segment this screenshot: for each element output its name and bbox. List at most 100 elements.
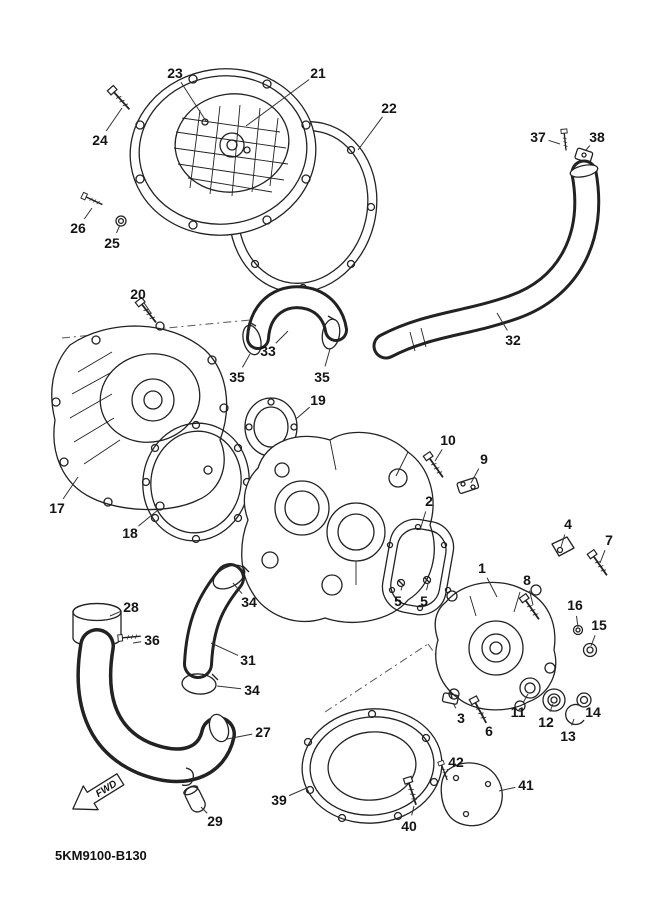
callout-5: 5 bbox=[420, 593, 428, 609]
callout-4: 4 bbox=[564, 516, 572, 532]
callout-leader-29 bbox=[200, 806, 208, 814]
callout-8: 8 bbox=[523, 572, 531, 588]
callout-20: 20 bbox=[130, 286, 146, 302]
cvt-case-seal-39 bbox=[301, 708, 443, 824]
callout-leader-31 bbox=[210, 642, 239, 656]
callout-1: 1 bbox=[478, 560, 486, 576]
callout-6: 6 bbox=[485, 723, 493, 739]
callout-leader-35 bbox=[324, 348, 331, 367]
crankcase-cover-21 bbox=[129, 68, 317, 236]
callout-5: 5 bbox=[394, 593, 402, 609]
callout-28: 28 bbox=[123, 599, 139, 615]
callout-leader-20 bbox=[143, 302, 152, 314]
oil-seal-11 bbox=[519, 677, 541, 699]
callout-leader-1 bbox=[486, 577, 498, 598]
bracket-9 bbox=[456, 477, 480, 494]
screw-37 bbox=[560, 128, 570, 152]
callout-31: 31 bbox=[240, 652, 256, 668]
diagram-code: 5KM9100-B130 bbox=[55, 848, 147, 863]
air-duct-32 bbox=[372, 159, 601, 360]
clamp-35-right bbox=[321, 315, 341, 350]
callout-leader-10 bbox=[434, 449, 443, 462]
callout-leader-32 bbox=[496, 312, 508, 331]
callout-10: 10 bbox=[440, 432, 456, 448]
callout-leader-6 bbox=[481, 712, 486, 721]
callout-leader-23 bbox=[180, 81, 207, 122]
callout-leader-17 bbox=[62, 476, 79, 500]
callout-leader-3 bbox=[452, 702, 457, 709]
callout-37: 37 bbox=[530, 129, 546, 145]
callout-3: 3 bbox=[457, 710, 465, 726]
callout-11: 11 bbox=[511, 704, 526, 720]
clamp-34-lower bbox=[181, 673, 219, 695]
callout-leader-12 bbox=[549, 703, 554, 712]
fwd-arrow: FWD bbox=[72, 773, 125, 811]
callout-36: 36 bbox=[144, 632, 160, 648]
callout-34: 34 bbox=[244, 682, 260, 698]
bearing-12 bbox=[542, 688, 566, 712]
callout-17: 17 bbox=[49, 500, 65, 516]
callout-2: 2 bbox=[425, 493, 433, 509]
callout-leader-33 bbox=[275, 330, 289, 344]
callout-leader-18 bbox=[138, 509, 159, 527]
callout-leader-16 bbox=[575, 615, 579, 628]
callout-35: 35 bbox=[229, 369, 245, 385]
callout-35: 35 bbox=[314, 369, 330, 385]
callout-leader-24 bbox=[105, 107, 123, 132]
callout-leader-2 bbox=[419, 511, 427, 531]
washer-14 bbox=[576, 692, 592, 708]
callout-leader-34 bbox=[216, 685, 242, 690]
collar-29 bbox=[183, 785, 206, 813]
air-duct-27 bbox=[76, 628, 236, 784]
crankcase-cover-gasket-2 bbox=[381, 518, 455, 616]
callout-leader-42 bbox=[446, 768, 449, 771]
callout-23: 23 bbox=[167, 65, 183, 81]
callout-leader-13 bbox=[571, 718, 575, 726]
callout-leader-19 bbox=[295, 406, 311, 420]
callout-leader-4 bbox=[560, 534, 566, 548]
cover-plate-41 bbox=[440, 762, 503, 827]
clip-hook bbox=[181, 767, 194, 787]
callout-leader-38 bbox=[585, 145, 591, 151]
callout-leader-5 bbox=[400, 586, 403, 591]
callout-25: 25 bbox=[104, 235, 120, 251]
callout-leader-28 bbox=[109, 610, 122, 617]
callout-7: 7 bbox=[605, 532, 613, 548]
callout-leader-36 bbox=[132, 641, 142, 644]
callout-24: 24 bbox=[92, 132, 108, 148]
callout-leader-7 bbox=[599, 550, 606, 564]
callout-32: 32 bbox=[505, 332, 521, 348]
crankcase-cover-17 bbox=[51, 321, 229, 511]
clamp-34-upper bbox=[212, 564, 250, 590]
callout-leader-39 bbox=[288, 786, 310, 797]
cover-rib-lines bbox=[69, 351, 121, 465]
callout-33: 33 bbox=[260, 343, 276, 359]
callout-40: 40 bbox=[401, 818, 417, 834]
callout-22: 22 bbox=[381, 100, 397, 116]
crankcase-cover-1 bbox=[434, 581, 557, 712]
callout-21: 21 bbox=[310, 65, 326, 81]
callout-leader-14 bbox=[584, 702, 587, 705]
crankcase-assembly bbox=[241, 431, 435, 623]
callout-leader-21 bbox=[245, 79, 310, 127]
callout-38: 38 bbox=[589, 129, 605, 145]
callout-12: 12 bbox=[538, 714, 554, 730]
clamp-3 bbox=[441, 689, 459, 705]
callout-16: 16 bbox=[567, 597, 583, 613]
cover-1-ribs bbox=[469, 591, 521, 617]
callout-leader-15 bbox=[590, 635, 596, 647]
callout-42: 42 bbox=[448, 754, 464, 770]
callout-leader-41 bbox=[498, 786, 516, 792]
callout-15: 15 bbox=[591, 617, 607, 633]
bolt-24 bbox=[106, 84, 134, 113]
callout-18: 18 bbox=[122, 525, 138, 541]
callout-27: 27 bbox=[255, 724, 271, 740]
block-detail-lines bbox=[329, 439, 409, 585]
bolt-26 bbox=[80, 191, 105, 209]
callout-29: 29 bbox=[207, 813, 223, 829]
callout-leader-26 bbox=[83, 207, 93, 220]
callout-41: 41 bbox=[518, 777, 534, 793]
